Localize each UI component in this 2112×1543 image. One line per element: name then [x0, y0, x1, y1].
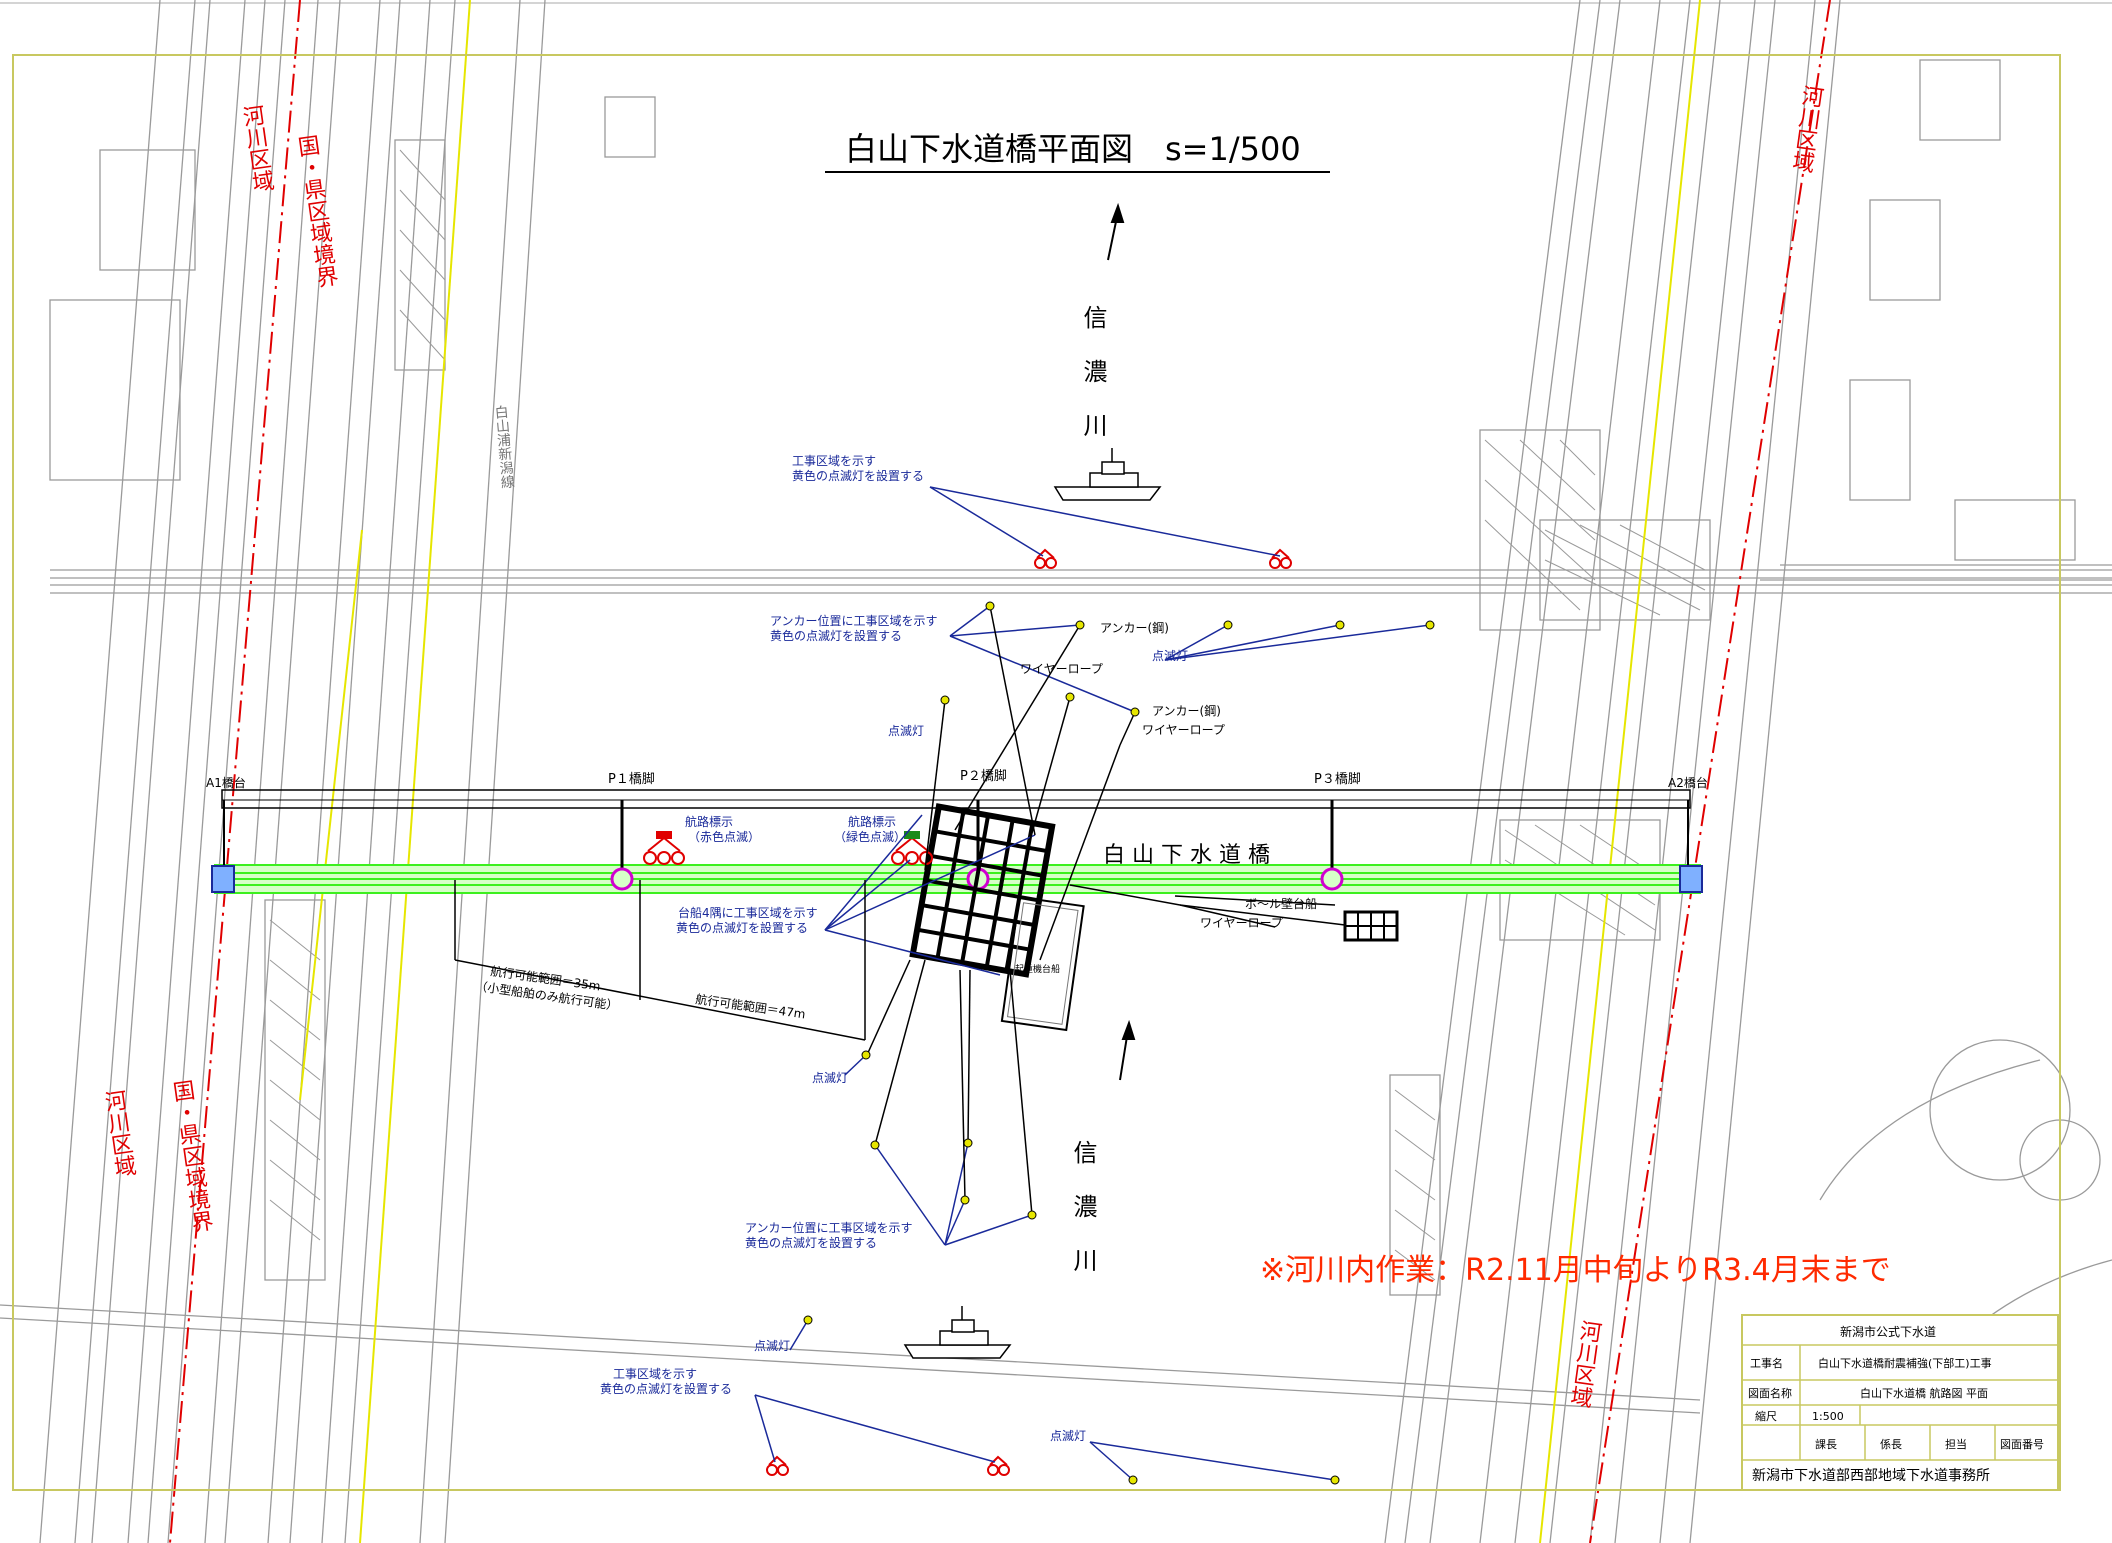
nav-marker-red-text-2: （赤色点滅） — [688, 830, 760, 844]
zone-bottom-text-2: 黄色の点滅灯を設置する — [600, 1381, 732, 1396]
flash-light-1-text: 点滅灯 — [1152, 649, 1188, 663]
title-block-key-2: 縮尺 — [1755, 1409, 1777, 1423]
pier-label-a2: A2橋台 — [1668, 775, 1708, 790]
wire-rope-1-text: ワイヤーロープ — [1020, 662, 1103, 676]
anchor-top-text-2: 黄色の点滅灯を設置する — [770, 628, 902, 643]
wire-rope-3-text: ワイヤーロープ — [1200, 916, 1283, 930]
nav-marker-red-text-1: 航路標示 — [685, 814, 733, 829]
hatched-areas — [269, 149, 1706, 1281]
boat-icon-bottom — [903, 1306, 1012, 1359]
nav-marker-green-text-1: 航路標示 — [848, 814, 896, 829]
title-block-key-1: 図面名称 — [1748, 1386, 1792, 1400]
barge-small-text: ボ～ル壁台船 — [1245, 896, 1317, 911]
anchor-steel-1-text: アンカー(鋼) — [1100, 621, 1169, 635]
barge-corners-text-2: 黄色の点滅灯を設置する — [676, 920, 808, 935]
pier-label-p3: P３橋脚 — [1314, 771, 1361, 787]
nav-width-large-text: 航行可能範囲＝47m — [695, 991, 807, 1021]
right-river-area-label-top: 河川区域 — [1787, 83, 1825, 174]
pier-label-p2: P２橋脚 — [960, 768, 1007, 784]
title-block-value-2: 1:500 — [1812, 1410, 1844, 1423]
drawing-frame — [12, 54, 2061, 1491]
wire-rope-2-text: ワイヤーロープ — [1142, 723, 1225, 737]
anchor-top-text-1: アンカー位置に工事区域を示す — [770, 613, 938, 628]
zone-top-text-1: 工事区域を示す — [792, 454, 876, 468]
annotation-texts: 工事区域を示す 黄色の点滅灯を設置する アンカー位置に工事区域を示す 黄色の点滅… — [475, 454, 1317, 1443]
right-river-area-label-bottom: 河川区域 — [1565, 1318, 1603, 1409]
title-block-value-0: 白山下水道橋耐震補強(下部工)工事 — [1818, 1356, 1992, 1370]
pier-label-p1: P１橋脚 — [608, 771, 655, 787]
flash-light-2-text: 点滅灯 — [888, 724, 924, 738]
yellow-lines — [299, 0, 1701, 1543]
anchor-bottom-text-1: アンカー位置に工事区域を示す — [745, 1220, 913, 1235]
barge-corners-text-1: 台船4隅に工事区域を示す — [678, 905, 818, 920]
nav-marker-red-icon — [643, 831, 685, 865]
barge-outline — [1000, 896, 1085, 1032]
title-block-stamp-1: 係長 — [1880, 1438, 1902, 1451]
bridge-name-label: 白 山 下 水 道 橋 — [1103, 843, 1270, 868]
work-period-notice: ※河川内作業：R2.11月中旬よりR3.4月末まで — [1260, 1253, 1891, 1288]
zone-bottom-text-1: 工事区域を示す — [613, 1367, 697, 1381]
anchor-points — [803, 601, 1435, 1485]
pier-label-a1: A1橋台 — [206, 775, 246, 790]
title-block-stamp-2: 担当 — [1945, 1437, 1967, 1451]
barge-main-label: 起重機台船 — [1015, 963, 1060, 975]
left-river-area-label-bottom: 河川区域 — [100, 1088, 138, 1179]
flash-light-5-text: 点滅灯 — [1050, 1429, 1086, 1443]
leader-lines — [754, 486, 1431, 1481]
anchor-wires — [454, 605, 1346, 1216]
drawing-title: 白山下水道橋平面図 s=1/500 — [845, 130, 1301, 168]
flow-arrow-icon — [1107, 202, 1136, 1081]
flow-label-bottom: 信濃川 — [1069, 1140, 1097, 1302]
title-block-footer: 新潟市下水道部西部地域下水道事務所 — [1752, 1467, 1990, 1484]
flash-light-3-text: 点滅灯 — [812, 1071, 848, 1085]
title-block-value-1: 白山下水道橋 航路図 平面 — [1860, 1386, 1988, 1400]
left-boundary-label-bottom: 国・県区域境界 — [168, 1078, 215, 1234]
nav-marker-green-text-2: （緑色点滅） — [834, 829, 906, 844]
zone-top-text-2: 黄色の点滅灯を設置する — [792, 468, 924, 483]
boat-icon-top — [1053, 448, 1162, 501]
flashing-light-icons — [766, 548, 1292, 1476]
left-river-area-label-top: 河川区域 — [238, 103, 276, 194]
title-block-header: 新潟市公式下水道 — [1840, 1324, 1936, 1339]
flow-label-top: 信濃川 — [1079, 305, 1107, 467]
title-block-stamp-3: 図面番号 — [2000, 1438, 2044, 1451]
title-block-key-0: 工事名 — [1750, 1356, 1783, 1370]
title-block-stamp-0: 課長 — [1815, 1437, 1837, 1451]
left-boundary-label-top: 国・県区域境界 — [293, 133, 340, 289]
small-barge — [1343, 910, 1399, 942]
flash-light-4-text: 点滅灯 — [754, 1339, 790, 1353]
title-block: 新潟市公式下水道 工事名 白山下水道橋耐震補強(下部工)工事 図面名称 白山下水… — [1741, 1314, 2059, 1491]
anchor-bottom-text-2: 黄色の点滅灯を設置する — [745, 1235, 877, 1250]
road-name-label: 白山浦新潟線 — [492, 404, 515, 489]
river-area-boundary — [169, 0, 1831, 1543]
anchor-steel-2-text: アンカー(鋼) — [1152, 704, 1221, 718]
